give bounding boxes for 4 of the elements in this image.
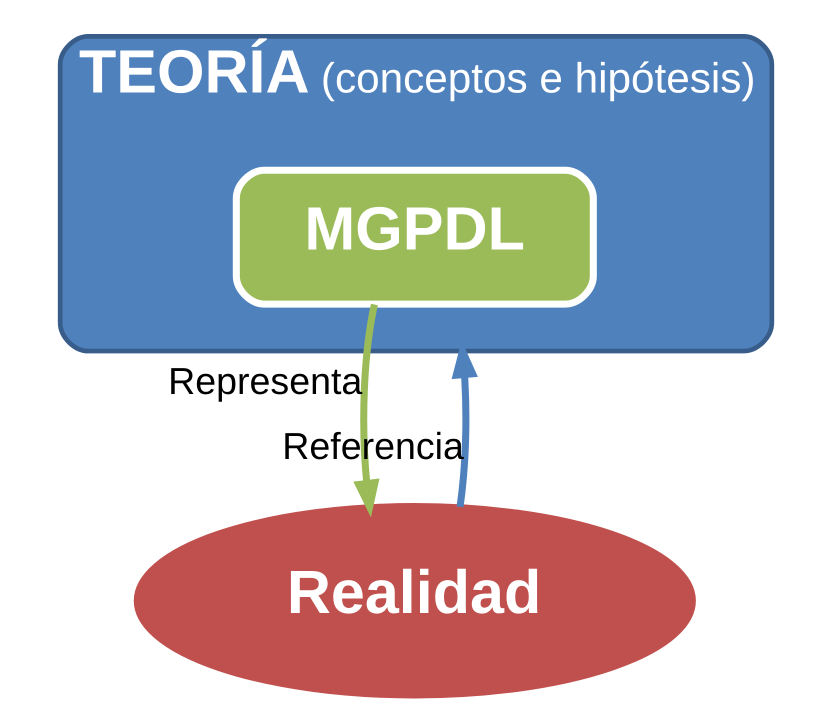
node-box: MGPDL bbox=[232, 166, 596, 308]
edge-label: Representa bbox=[168, 360, 362, 402]
node-ellipse: Realidad bbox=[133, 503, 696, 698]
arrow bbox=[352, 304, 379, 518]
